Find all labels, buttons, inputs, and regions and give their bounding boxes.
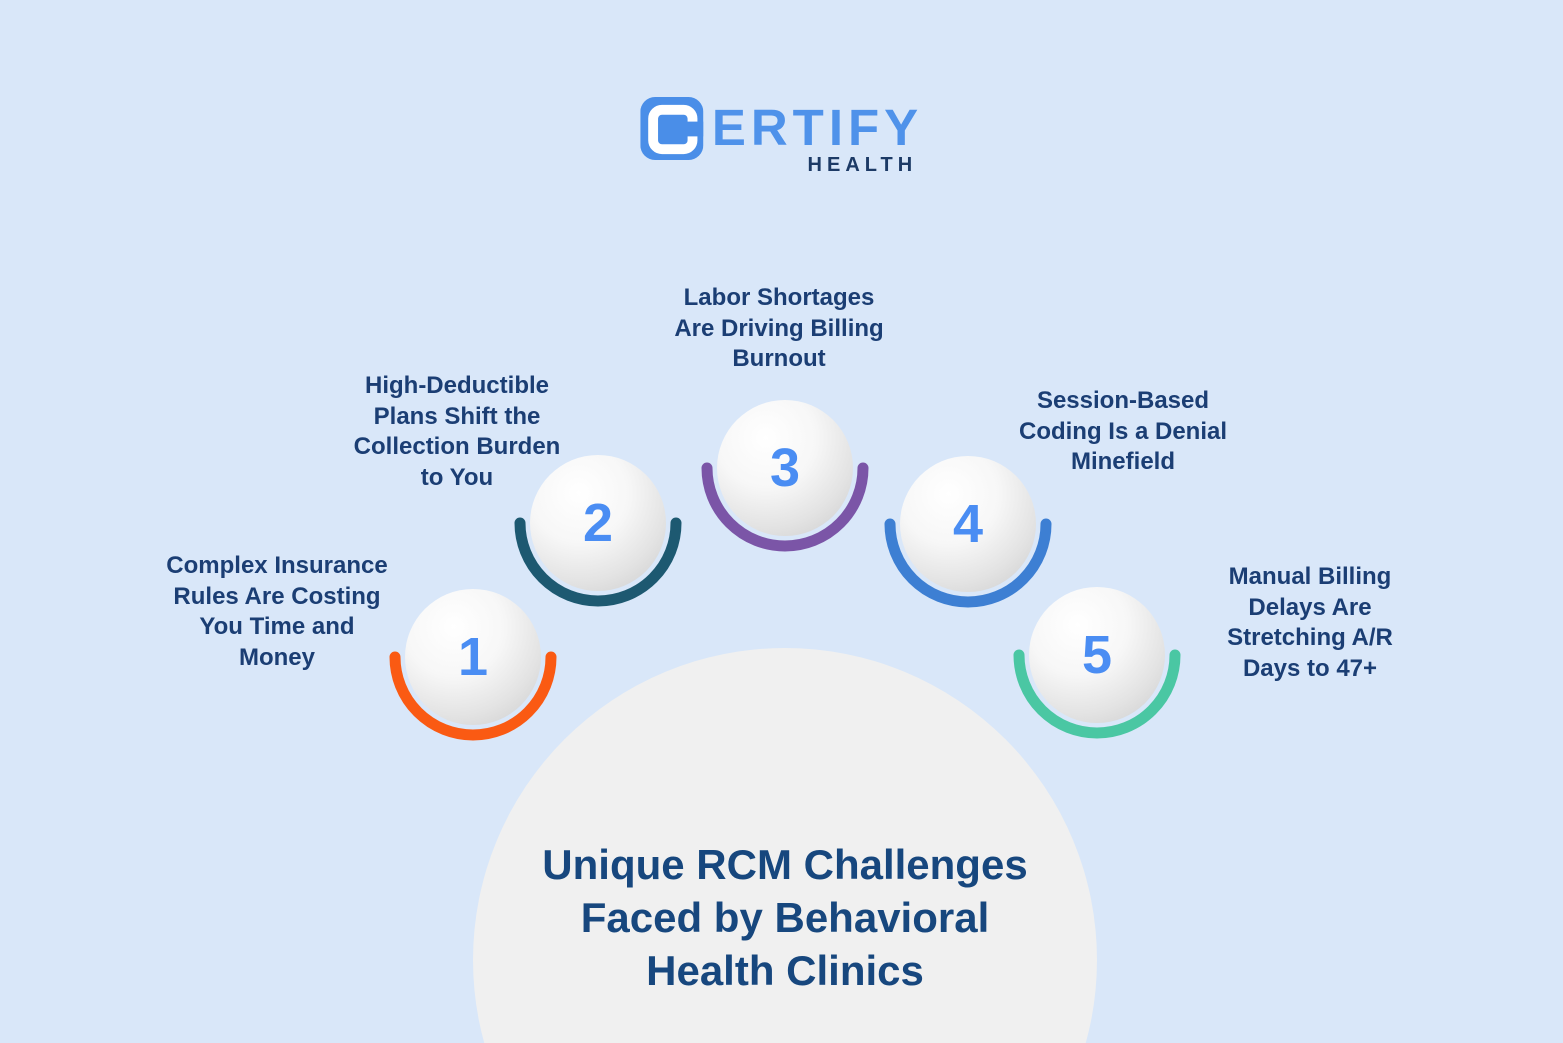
- step-3-label: Labor Shortages Are Driving Billing Burn…: [674, 284, 884, 372]
- step-3-sphere: 3: [717, 400, 853, 536]
- step-4-label: Session-Based Coding Is a Denial Minefie…: [1018, 387, 1228, 475]
- step-2-number: 2: [582, 493, 614, 553]
- step-3-number: 3: [769, 438, 801, 498]
- step-2-sphere: 2: [530, 455, 666, 591]
- logo-wordmark: ERTIFY HEALTH: [712, 97, 923, 177]
- step-5-number: 5: [1081, 625, 1113, 685]
- step-5: 5: [1007, 565, 1187, 745]
- step-4-sphere: 4: [900, 456, 1036, 592]
- step-4: 4: [878, 434, 1058, 614]
- step-5-sphere: 5: [1029, 587, 1165, 723]
- step-2-arc: [514, 517, 682, 607]
- step-5-arc: [1013, 649, 1181, 739]
- step-2-label: High-Deductible Plans Shift the Collecti…: [353, 372, 561, 491]
- step-4-number: 4: [952, 494, 984, 554]
- step-3: 3: [695, 378, 875, 558]
- certify-health-logo: ERTIFY HEALTH: [639, 97, 923, 177]
- certify-c-icon: [639, 97, 703, 160]
- step-1-number: 1: [457, 627, 489, 687]
- step-1-arc: [389, 651, 557, 741]
- step-1-sphere: 1: [405, 589, 541, 725]
- logo-brand-text: ERTIFY: [711, 99, 924, 156]
- logo-sub-text: HEALTH: [807, 154, 918, 176]
- step-2: 2: [508, 433, 688, 613]
- step-5-label: Manual Billing Delays Are Stretching A/R…: [1227, 563, 1393, 682]
- step-1: 1: [383, 567, 563, 747]
- step-4-arc: [884, 518, 1052, 608]
- page-title: Unique RCM Challenges Faced by Behaviora…: [542, 841, 1028, 994]
- step-3-arc: [701, 462, 869, 552]
- step-1-label: Complex Insurance Rules Are Costing You …: [166, 552, 388, 671]
